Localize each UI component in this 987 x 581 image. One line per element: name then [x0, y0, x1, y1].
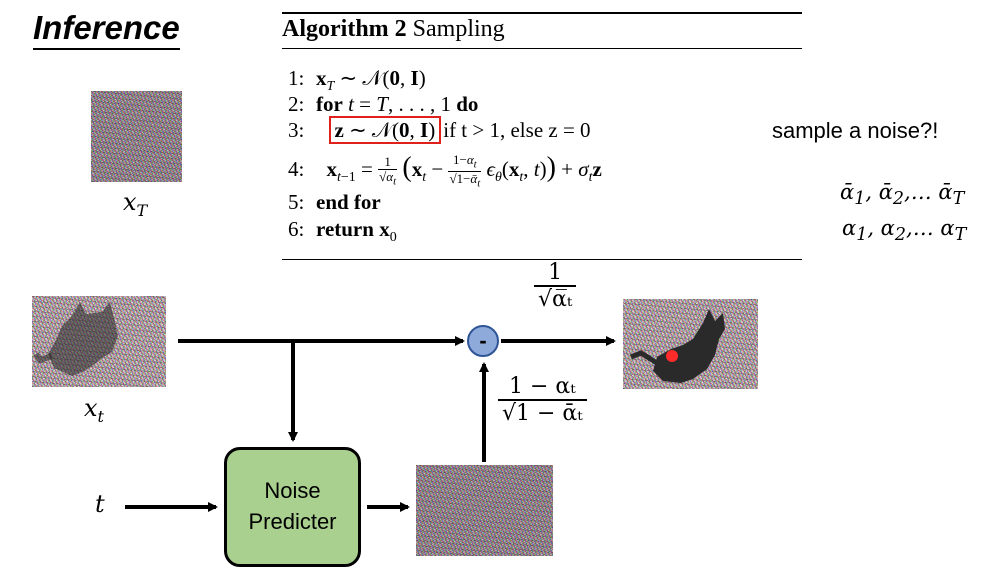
scale-fraction: 1 √α̅ₜ — [534, 260, 577, 312]
red-dot — [666, 350, 678, 362]
t-label: t — [95, 490, 105, 518]
x-t-minus-1-cat-image — [623, 299, 758, 389]
algorithm-line-4: 4: xt−1 = 1√αt (xt − 1−αt√1−ᾱt ϵθ(xt, t)… — [288, 151, 602, 190]
noise-coefficient-fraction: 1 − αₜ √1 − ᾱₜ — [498, 374, 587, 426]
cat-silhouette-icon — [33, 302, 118, 376]
line-number: 1: — [288, 66, 305, 90]
keyword-for: for — [316, 92, 343, 116]
noise-predictor-line1: Noise — [264, 478, 321, 504]
algorithm-heading-name: Sampling — [412, 16, 505, 42]
keyword-end-for: end for — [316, 190, 381, 214]
alpha-sequence: α1, α2,… αT — [842, 216, 967, 246]
line-number: 6: — [288, 217, 305, 241]
noise-coefficient-numerator: 1 − αₜ — [498, 374, 587, 401]
sample-noise-note: sample a noise?! — [772, 118, 939, 143]
alpha-bar-sequence: ᾱ1, ᾱ2,… ᾱT — [840, 180, 965, 210]
line-number: 4: — [288, 157, 305, 181]
algorithm-top-rule — [282, 12, 802, 14]
algorithm-line-5: 5: end for — [288, 190, 381, 215]
algorithm-bottom-rule — [282, 259, 802, 260]
algorithm-mid-rule — [282, 48, 802, 49]
x-T-label: xT — [123, 188, 148, 220]
line-number: 5: — [288, 190, 305, 214]
noise-coefficient-denominator: √1 − ᾱₜ — [502, 401, 583, 426]
algorithm-line-2: 2:for t = T, . . . , 1 do — [288, 92, 479, 116]
highlight-box: z ∼ 𝒩(0, I) — [328, 116, 442, 144]
noise-predictor-line2: Predicter — [248, 509, 337, 534]
algorithm-heading-bold: Algorithm 2 — [282, 16, 407, 42]
keyword-return: return — [316, 217, 374, 241]
cat-icon — [630, 309, 725, 383]
line-number: 3: — [288, 118, 305, 142]
x-t-label: xt — [84, 394, 104, 426]
algorithm-block: Algorithm 2 Sampling 1:xT ∼ 𝒩(0, I) 2: fo… — [282, 12, 802, 260]
page-title: Inference — [33, 9, 180, 51]
subtract-operator: - — [467, 325, 499, 357]
algorithm-heading: Algorithm 2 Sampling — [282, 16, 505, 43]
line-number: 2: — [288, 92, 305, 116]
keyword-do: do — [456, 92, 479, 116]
scale-fraction-numerator: 1 — [534, 260, 577, 287]
scale-fraction-denominator: √α̅ₜ — [538, 287, 573, 312]
algorithm-line-3: 3: z ∼ 𝒩(0, I)if t > 1, else z = 0 — [288, 116, 591, 144]
noise-predictor-box: Noise Predicter — [224, 447, 361, 567]
x-t-noisy-cat-image — [32, 296, 166, 387]
algorithm-line-6: 6:return x0 — [288, 217, 397, 246]
predicted-noise-image — [416, 465, 553, 556]
x-T-noise-image — [91, 91, 182, 182]
algorithm-line-1: 1:xT ∼ 𝒩(0, I) — [288, 66, 426, 95]
line-3-condition: if t > 1, else z = 0 — [443, 118, 591, 142]
